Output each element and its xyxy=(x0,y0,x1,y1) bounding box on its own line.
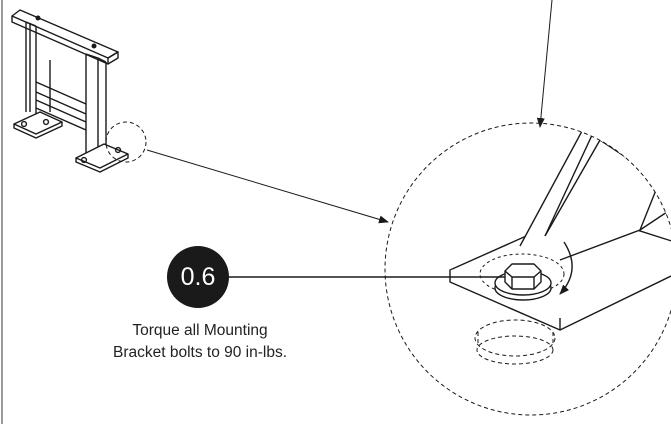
magnified-detail xyxy=(384,122,671,416)
instruction-line-2: Bracket bolts to 90 in-lbs. xyxy=(112,344,288,361)
torque-arrow xyxy=(559,241,573,295)
torque-instruction: Torque all Mounting Bracket bolts to 90 … xyxy=(70,320,330,364)
instruction-line-1: Torque all Mounting xyxy=(132,322,268,339)
step-number-badge: 0.6 xyxy=(167,246,229,308)
stand-overview-drawing xyxy=(11,9,129,173)
top-leader-arrow xyxy=(536,0,553,128)
step-number: 0.6 xyxy=(180,262,216,291)
leader-arrow xyxy=(146,149,389,224)
detail-marker-circle xyxy=(105,121,147,163)
